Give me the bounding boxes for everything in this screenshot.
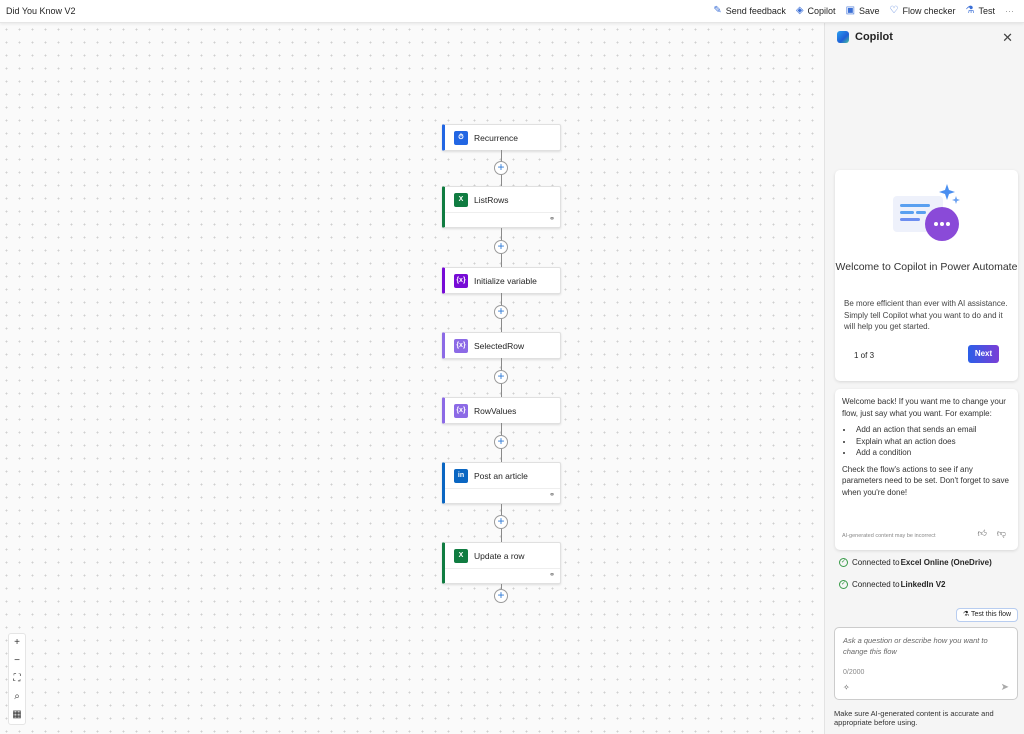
step-label: Initialize variable — [474, 275, 537, 286]
step-icon: in — [454, 468, 468, 483]
footnote: Make sure AI-generated content is accura… — [834, 709, 994, 727]
zoom-in-icon[interactable]: + — [14, 637, 20, 648]
chat-illustration-icon — [893, 184, 960, 241]
flow-step[interactable]: {x} Initialize variable — [442, 267, 561, 294]
ai-disclaimer: AI-generated content may be incorrect — [842, 533, 936, 539]
welcome-page-indicator: 1 of 3 — [854, 351, 875, 360]
top-bar: Did You Know V2 ✎Send feedback ◈Copilot … — [0, 0, 1024, 23]
flow-step[interactable]: ⏱ Recurrence — [442, 124, 561, 151]
copilot-icon: ◈ — [795, 5, 804, 16]
flow-step[interactable]: X Update a row ⚭ — [442, 542, 561, 584]
flow-title: Did You Know V2 — [6, 6, 76, 16]
step-label: ListRows — [474, 194, 509, 205]
flask-icon: ⚗ — [965, 5, 975, 16]
test-label: Test — [978, 5, 995, 16]
fit-view-icon[interactable]: ⛶ — [13, 673, 21, 684]
flask-icon: ⚗ — [962, 611, 971, 618]
more-button[interactable]: ··· — [1005, 5, 1014, 16]
step-label: RowValues — [474, 405, 517, 416]
send-feedback-button[interactable]: ✎Send feedback — [713, 5, 785, 16]
next-button[interactable]: Next — [968, 345, 999, 363]
check-circle-icon: ✓ — [839, 580, 848, 589]
step-label: Post an article — [474, 470, 528, 481]
connection-name: LinkedIn V2 — [900, 580, 946, 589]
add-step-button[interactable]: + — [494, 589, 508, 603]
step-icon: {x} — [454, 273, 468, 288]
link-icon: ⚭ — [549, 216, 555, 223]
step-label: Update a row — [474, 550, 525, 561]
flow-step[interactable]: X ListRows ⚭ — [442, 186, 561, 228]
copilot-label: Copilot — [807, 5, 836, 16]
copilot-message: Welcome back! If you want me to change y… — [835, 389, 1018, 550]
input-placeholder: Ask a question or describe how you want … — [843, 636, 988, 656]
message-bullet: Add an action that sends an email — [854, 424, 1011, 436]
thumbs-up-icon[interactable]: 👍︎ — [977, 528, 987, 538]
send-feedback-label: Send feedback — [725, 5, 786, 16]
add-step-button[interactable]: + — [494, 515, 508, 529]
message-outro: Check the flow's actions to see if any p… — [842, 464, 1009, 497]
copilot-button[interactable]: ◈Copilot — [796, 5, 836, 16]
flow-step[interactable]: {x} RowValues — [442, 397, 561, 424]
test-this-flow-button[interactable]: ⚗ Test this flow — [956, 608, 1018, 622]
flow-checker-button[interactable]: ♡Flow checker — [890, 5, 956, 16]
connection-prefix: Connected to — [852, 580, 900, 589]
feedback-icon: ✎ — [713, 5, 722, 16]
send-icon[interactable]: ➤ — [1000, 682, 1009, 693]
step-icon: X — [454, 192, 468, 207]
copilot-input[interactable]: Ask a question or describe how you want … — [834, 627, 1018, 700]
test-button[interactable]: ⚗Test — [966, 5, 995, 16]
zoom-out-icon[interactable]: − — [14, 655, 20, 666]
sparkle-icon[interactable]: ✧ — [843, 683, 850, 692]
connection-status: ✓ Connected to LinkedIn V2 — [839, 580, 946, 589]
save-label: Save — [859, 5, 880, 16]
step-icon: {x} — [454, 338, 468, 353]
save-button[interactable]: ▣Save — [846, 5, 880, 16]
add-step-button[interactable]: + — [494, 370, 508, 384]
copilot-logo-icon — [837, 31, 849, 43]
copilot-header: Copilot — [837, 31, 893, 43]
stethoscope-icon: ♡ — [889, 5, 899, 16]
step-icon: X — [454, 548, 468, 563]
add-step-button[interactable]: + — [494, 161, 508, 175]
message-bullet: Add a condition — [854, 447, 1011, 459]
character-count: 0/2000 — [843, 669, 865, 676]
step-label: Recurrence — [474, 132, 518, 143]
connection-prefix: Connected to — [852, 558, 900, 567]
connection-status: ✓ Connected to Excel Online (OneDrive) — [839, 558, 992, 567]
link-icon: ⚭ — [549, 492, 555, 499]
step-icon: ⏱ — [454, 130, 468, 145]
message-intro: Welcome back! If you want me to change y… — [842, 397, 1006, 418]
connection-name: Excel Online (OneDrive) — [900, 558, 992, 567]
welcome-body: Be more efficient than ever with AI assi… — [844, 299, 1008, 331]
search-icon[interactable]: ⌕ — [14, 691, 20, 702]
step-icon: {x} — [454, 403, 468, 418]
connector-line — [501, 584, 502, 589]
minimap-icon[interactable]: ▦ — [12, 709, 22, 720]
flow-checker-label: Flow checker — [902, 5, 956, 16]
test-this-flow-label: Test this flow — [971, 611, 1012, 618]
message-bullet: Explain what an action does — [854, 436, 1011, 448]
save-icon: ▣ — [845, 5, 856, 16]
add-step-button[interactable]: + — [494, 435, 508, 449]
check-circle-icon: ✓ — [839, 558, 848, 567]
add-step-button[interactable]: + — [494, 240, 508, 254]
flow-canvas[interactable] — [0, 23, 824, 734]
flow-step[interactable]: in Post an article ⚭ — [442, 462, 561, 504]
thumbs-down-icon[interactable]: 👎︎ — [996, 528, 1006, 538]
welcome-card: Welcome to Copilot in Power Automate Be … — [835, 170, 1018, 381]
zoom-controls: + − ⛶ ⌕ ▦ — [8, 633, 26, 725]
copilot-panel: Copilot ✕ Welcome to Copilot in Power Au… — [824, 23, 1024, 734]
copilot-title: Copilot — [855, 31, 893, 43]
flow-step[interactable]: {x} SelectedRow — [442, 332, 561, 359]
welcome-title: Welcome to Copilot in Power Automate — [835, 261, 1018, 273]
add-step-button[interactable]: + — [494, 305, 508, 319]
close-icon[interactable]: ✕ — [1002, 30, 1013, 45]
link-icon: ⚭ — [549, 572, 555, 579]
step-label: SelectedRow — [474, 340, 525, 351]
